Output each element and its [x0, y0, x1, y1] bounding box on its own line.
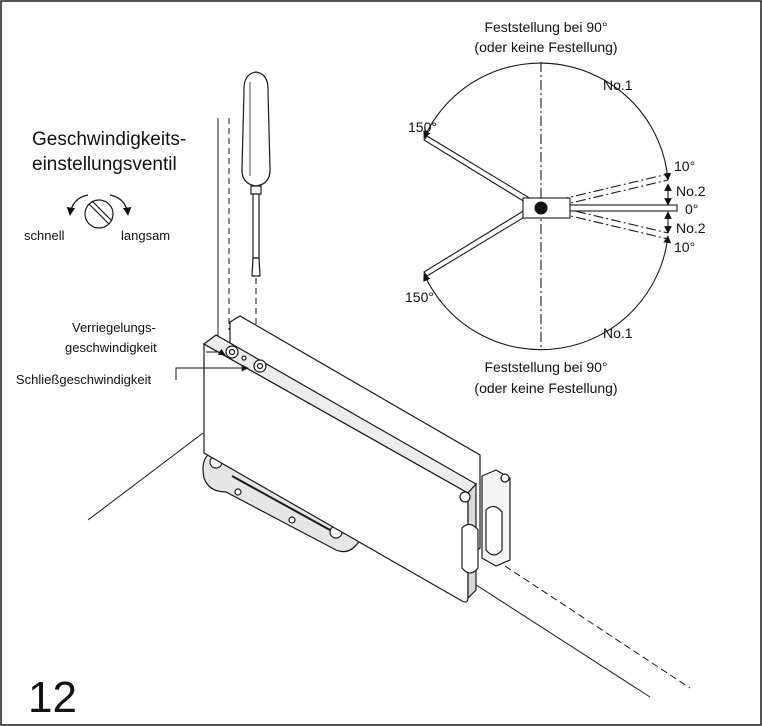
angle-label-150-top: 150°: [408, 119, 437, 135]
zone-label-top: No.1: [603, 77, 633, 93]
callout-closing-speed: Schließgeschwindigkeit: [16, 372, 152, 387]
valve-slot-icon: [84, 199, 114, 229]
hold-note-top-2: (oder keine Festellung): [474, 39, 617, 55]
page-number: 12: [28, 673, 77, 722]
rotation-label-left: schnell: [24, 228, 65, 243]
valve-heading-line2: einstellungsventil: [32, 154, 177, 175]
hold-note-top-1: Feststellung bei 90°: [484, 19, 607, 35]
zone-label-mid-bottom: No.2: [676, 220, 706, 236]
opening-angle-diagram: [423, 62, 678, 351]
angle-label-150-bottom: 150°: [405, 289, 434, 305]
callout-lock-speed-1: Verriegelungs-: [72, 320, 156, 335]
pivot-point: [534, 201, 548, 215]
zone-label-mid-top: No.2: [676, 183, 706, 199]
hold-note-bottom-1: Feststellung bei 90°: [484, 359, 607, 375]
rotate-left-arrow-icon: [66, 194, 89, 216]
callout-lock-speed-2: geschwindigkeit: [65, 340, 157, 355]
arc-top: [423, 62, 672, 181]
rotate-right-arrow-icon: [109, 194, 132, 216]
valve-heading-line1: Geschwindigkeits-: [32, 129, 186, 150]
hold-note-bottom-2: (oder keine Festellung): [474, 380, 617, 396]
patch-hinge: [202, 315, 511, 603]
zone-label-bottom: No.1: [603, 325, 633, 341]
screwdriver-icon: [241, 71, 271, 277]
rotation-label-right: langsam: [121, 228, 170, 243]
angle-label-10-bottom: 10°: [674, 239, 695, 255]
arc-bottom: [423, 235, 672, 351]
frame-lines: [87, 118, 691, 698]
callout-leaders: [175, 348, 249, 380]
angle-label-0: 0°: [685, 201, 698, 217]
angle-label-10-top: 10°: [674, 158, 695, 174]
